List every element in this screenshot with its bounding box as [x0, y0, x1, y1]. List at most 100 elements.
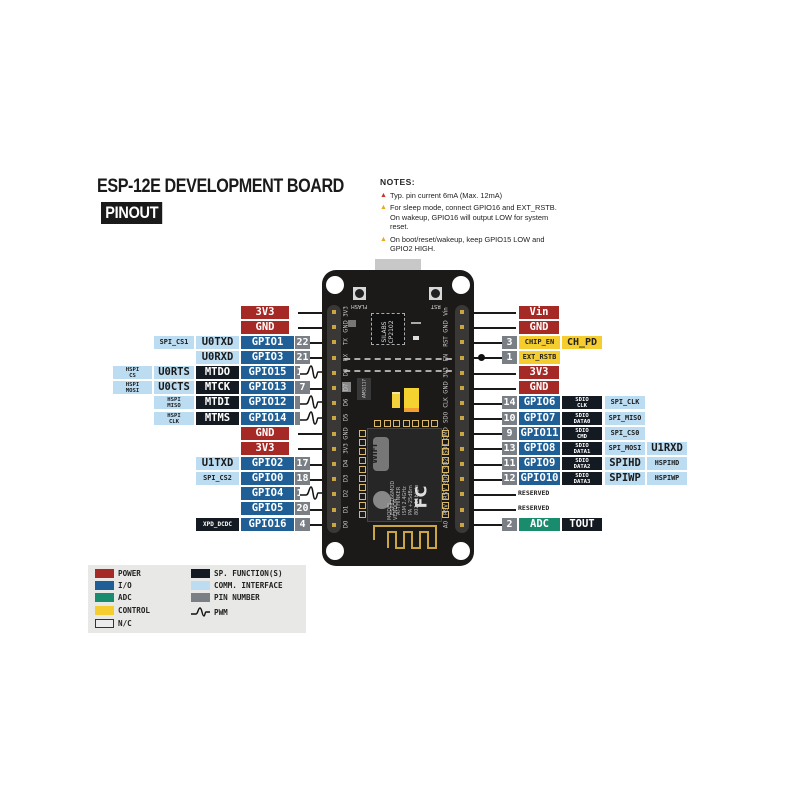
module-pad [359, 493, 366, 500]
board-pin-label: D0 [342, 520, 350, 529]
header-pin [332, 355, 336, 360]
connector-line [298, 312, 322, 314]
espressif-logo [373, 491, 391, 509]
legend-swatch [191, 593, 210, 602]
pin-function-main: GPIO5 [241, 502, 294, 515]
header-pin [332, 446, 336, 451]
pin-function-main: GPIO7 [519, 412, 560, 425]
connector-line [474, 433, 502, 435]
connector-line [474, 403, 502, 405]
pin-function-main: GND [241, 321, 289, 334]
yellow-capacitor [392, 392, 400, 408]
header-pin [460, 386, 464, 390]
legend-swatch [95, 619, 114, 628]
capacitor [342, 382, 351, 392]
connector-line [474, 388, 516, 390]
pin-function-alt: MTMS [196, 412, 239, 425]
pin-function-main: Vin [519, 306, 559, 319]
pin-function-comm2: U1RXD [647, 442, 687, 455]
connector-line [312, 388, 322, 390]
connector-line [298, 342, 322, 344]
note-text: On boot/reset/wakeup, keep GPIO15 LOW an… [390, 234, 545, 254]
header-pin [332, 325, 336, 330]
module-pad [359, 466, 366, 473]
legend-swatch [95, 569, 114, 578]
pin-function-main: GPIO13 [241, 381, 294, 394]
mount-hole [326, 542, 344, 560]
header-pin [332, 431, 336, 436]
module-pad [442, 475, 449, 482]
connector-line [298, 327, 322, 329]
tantalum-capacitor [404, 388, 419, 412]
connector-line [474, 479, 502, 481]
legend-item-pwm: PWM [191, 607, 228, 617]
flash-button[interactable] [353, 287, 366, 300]
header-pin [460, 370, 464, 375]
pin-function-alt: U0TXD [196, 336, 239, 349]
pin-function-main: GPIO3 [241, 351, 294, 364]
header-pin [460, 522, 464, 527]
pin-function-comm2: HSPIWP [647, 472, 687, 485]
pin-function-main: GPIO8 [519, 442, 560, 455]
connector-line [474, 327, 516, 329]
module-pad [359, 439, 366, 446]
pin-function-main: GPIO15 [241, 366, 294, 379]
connector-line [298, 433, 322, 435]
module-pad [359, 502, 366, 509]
module-pad [359, 430, 366, 437]
pin-number: 13 [502, 442, 517, 455]
header-pin [460, 431, 464, 436]
pin-number: 7 [295, 381, 310, 394]
connector-line [298, 464, 322, 466]
pin-function-main: EXT_RSTB [519, 351, 560, 364]
module-pad [359, 484, 366, 491]
resistor-array [334, 358, 462, 372]
module-pad [383, 420, 391, 427]
header-pin [332, 401, 336, 406]
pin-number: 18 [295, 472, 310, 485]
pin-function-alt: MTCK [196, 381, 239, 394]
note-item: ▲Typ. pin current 6mA (Max. 12mA) [380, 191, 560, 201]
legend-item-io: I/O [95, 581, 132, 590]
pwm-wave-icon [300, 485, 322, 501]
module-pad [374, 420, 381, 427]
legend-item-pin-number: PIN NUMBER [191, 593, 260, 602]
connector-line [474, 448, 502, 450]
led [413, 336, 419, 340]
pin-number: 14 [502, 396, 517, 409]
pin-function-main: GND [519, 381, 559, 394]
rst-label: RST [431, 303, 441, 309]
connector-line [474, 342, 502, 344]
connector-line [474, 357, 502, 359]
module-pad [393, 420, 400, 427]
legend-swatch [95, 593, 114, 602]
legend-item-power: POWER [95, 569, 141, 578]
pin-function-alt: U1TXD [196, 457, 239, 470]
header-pin [460, 477, 464, 482]
pin-function-main: 3V3 [241, 306, 289, 319]
pin-function-comm: U0RTS [154, 366, 194, 379]
header-pin [332, 416, 336, 421]
connector-line [474, 524, 502, 526]
connector-line [474, 418, 502, 420]
pin-function-main: GPIO12 [241, 396, 294, 409]
connector-line [312, 479, 322, 481]
reset-link-dot [478, 354, 485, 361]
rst-button[interactable] [429, 287, 442, 300]
pin-number: 11 [502, 457, 517, 470]
header-pin [332, 370, 336, 375]
pwm-wave-icon [191, 607, 210, 617]
legend-item-control: CONTROL [95, 606, 150, 615]
pin-function-main: GND [519, 321, 559, 334]
header-pin [332, 462, 336, 466]
module-pad [431, 420, 438, 427]
pin-function-main: GPIO14 [241, 412, 294, 425]
pin-function-comm: SPI_CLK [605, 396, 645, 409]
legend-swatch [191, 569, 210, 578]
